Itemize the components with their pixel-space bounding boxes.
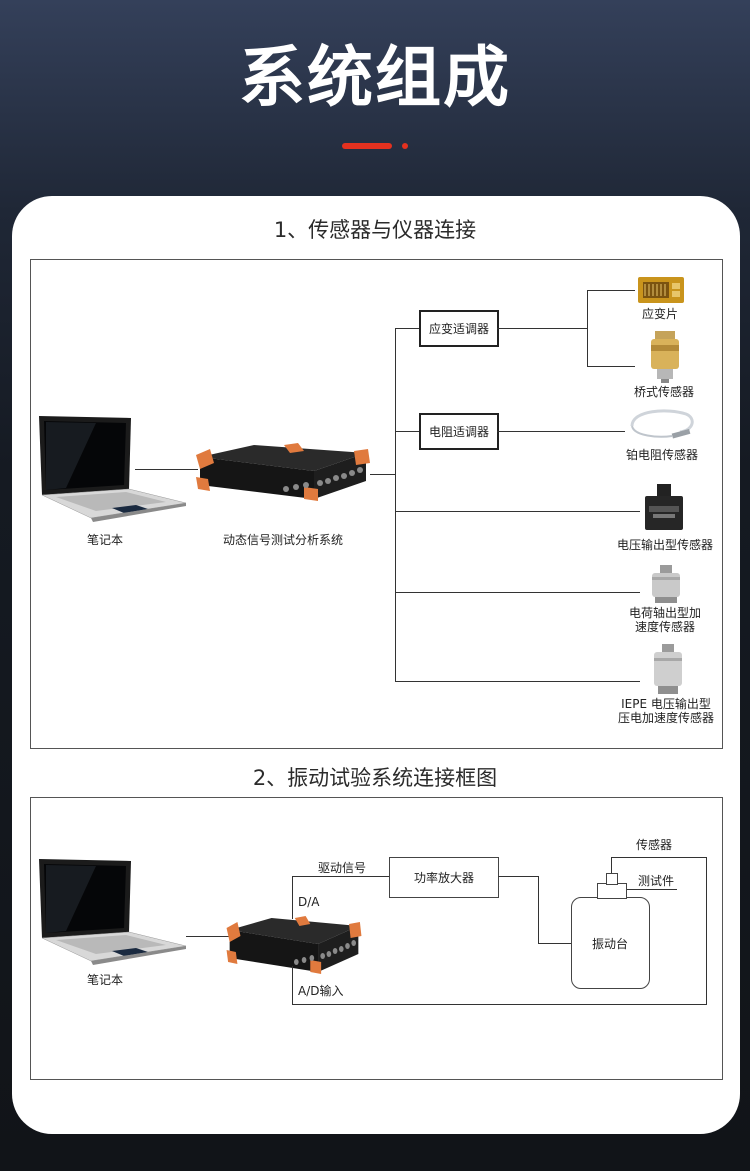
connection-line bbox=[538, 943, 573, 944]
laptop-label: 笔记本 bbox=[86, 533, 123, 547]
laptop-image bbox=[39, 859, 187, 965]
section2-title: 2、振动试验系统连接框图 bbox=[252, 766, 498, 790]
connection-line bbox=[587, 366, 635, 367]
page-title: 系统组成 bbox=[239, 39, 511, 116]
connection-line bbox=[292, 876, 390, 877]
device-image bbox=[226, 916, 362, 974]
title-accent-dot bbox=[402, 143, 408, 149]
charge-accelerometer-label-line2: 速度传感器 bbox=[634, 620, 695, 634]
connection-line bbox=[497, 328, 587, 329]
connection-line bbox=[395, 511, 640, 512]
iepe-accelerometer-label-line2: 压电加速度传感器 bbox=[617, 711, 714, 725]
resistance-conditioner-box: 电阻适调器 bbox=[419, 413, 499, 450]
sensor-block bbox=[606, 873, 618, 885]
voltage-sensor-image bbox=[645, 484, 683, 530]
specimen-block bbox=[597, 883, 627, 899]
connection-line bbox=[587, 290, 588, 366]
sensor-label: 传感器 bbox=[636, 838, 673, 852]
connection-line bbox=[497, 431, 625, 432]
connection-line bbox=[538, 876, 539, 943]
connection-line bbox=[395, 592, 640, 593]
connection-line bbox=[627, 889, 677, 890]
device-image bbox=[196, 443, 370, 501]
connection-line bbox=[186, 936, 231, 937]
platinum-sensor-label: 铂电阻传感器 bbox=[625, 448, 698, 462]
connection-line bbox=[395, 328, 420, 329]
platinum-sensor-image bbox=[630, 409, 694, 439]
laptop-label: 笔记本 bbox=[86, 973, 123, 987]
ad-input-label: A/D输入 bbox=[298, 984, 344, 998]
title-accent-bar bbox=[342, 143, 392, 149]
charge-accelerometer-label-line1: 电荷轴出型加 bbox=[628, 606, 701, 620]
strain-gauge-image bbox=[638, 277, 684, 303]
charge-accelerometer-image bbox=[652, 565, 680, 603]
strain-gauge-label: 应变片 bbox=[641, 307, 678, 321]
drive-signal-label: 驱动信号 bbox=[318, 861, 367, 875]
laptop-image bbox=[39, 416, 187, 522]
bridge-sensor-image bbox=[651, 331, 679, 383]
connection-line bbox=[370, 474, 395, 475]
shaker-label: 振动台 bbox=[591, 937, 628, 951]
connection-trunk bbox=[395, 328, 396, 682]
connection-line bbox=[135, 469, 198, 470]
power-amplifier-box: 功率放大器 bbox=[389, 857, 499, 898]
connection-line bbox=[395, 431, 420, 432]
da-label: D/A bbox=[298, 895, 320, 909]
connection-line bbox=[706, 857, 707, 1004]
section1-title: 1、传感器与仪器连接 bbox=[273, 218, 477, 242]
connection-line bbox=[292, 1004, 707, 1005]
bridge-sensor-label: 桥式传感器 bbox=[633, 385, 694, 399]
iepe-accelerometer-image bbox=[654, 644, 682, 694]
iepe-accelerometer-label-line1: IEPE 电压输出型 bbox=[621, 697, 711, 711]
voltage-sensor-label: 电压输出型传感器 bbox=[616, 538, 713, 552]
connection-line bbox=[611, 857, 706, 858]
device-label: 动态信号测试分析系统 bbox=[222, 533, 343, 547]
strain-conditioner-box: 应变适调器 bbox=[419, 310, 499, 347]
connection-line bbox=[587, 290, 635, 291]
specimen-label: 测试件 bbox=[638, 874, 675, 888]
connection-line bbox=[498, 876, 538, 877]
shaker-box bbox=[571, 897, 650, 989]
connection-line bbox=[611, 857, 612, 873]
connection-line bbox=[292, 966, 293, 1004]
connection-line bbox=[292, 876, 293, 919]
connection-line bbox=[395, 681, 640, 682]
